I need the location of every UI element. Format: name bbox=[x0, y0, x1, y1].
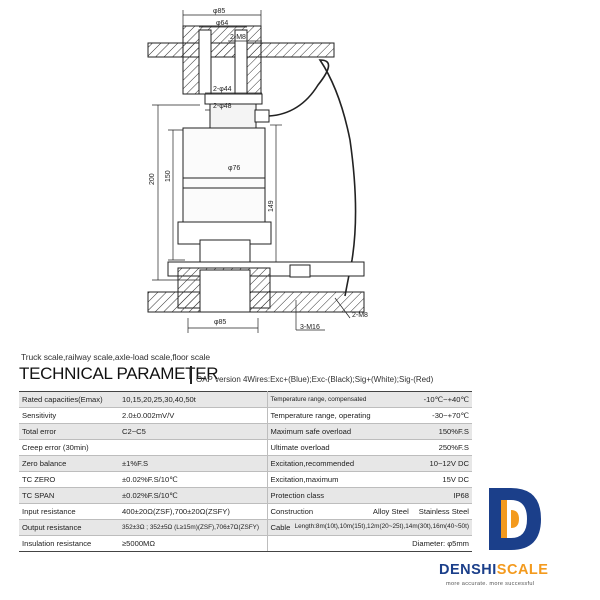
spec-row: Zero balance ±1%F.S Excitation,recommend… bbox=[19, 455, 472, 472]
spec-value: ±1%F.S bbox=[119, 455, 268, 472]
spec-label: Total error bbox=[19, 423, 119, 440]
spec-value: 150%F.S bbox=[387, 423, 472, 440]
spec-row: Insulation resistance ≥5000MΩ Diameter: … bbox=[19, 535, 472, 552]
spec-label: Rated capacities(Emax) bbox=[19, 391, 119, 408]
spec-value: ±0.02%F.S/10℃ bbox=[119, 471, 268, 488]
construction-cell: Construction Alloy Steel Stainless Steel bbox=[267, 503, 472, 520]
spec-label: Temperature range, operating bbox=[267, 407, 387, 424]
dim-3m16: 3-M16 bbox=[300, 324, 320, 331]
d-logo-icon bbox=[489, 488, 541, 550]
spec-value: Alloy Steel bbox=[372, 507, 409, 516]
spec-label: Cable bbox=[270, 523, 291, 532]
dim-phi85-top: φ85 bbox=[213, 8, 225, 15]
spec-value: Length:8m(10t),10m(15t),12m(20~25t),14m(… bbox=[294, 523, 469, 530]
spec-label: Excitation,recommended bbox=[267, 455, 387, 472]
spec-row: Sensitivity 2.0±0.002mV/V Temperature ra… bbox=[19, 407, 472, 424]
load-cell-body bbox=[177, 127, 272, 269]
spec-label: Zero balance bbox=[19, 455, 119, 472]
spec-value bbox=[119, 439, 268, 456]
spec-value: C2~C5 bbox=[119, 423, 268, 440]
spec-label: Insulation resistance bbox=[19, 535, 119, 552]
cable-cell: Cable Length:8m(10t),10m(15t),12m(20~25t… bbox=[267, 519, 472, 536]
spec-value: Diameter: φ5mm bbox=[387, 535, 472, 552]
brand-name: DENSHISCALE bbox=[439, 562, 548, 578]
brand-name-part1: DENSHI bbox=[439, 562, 497, 578]
brand-logo: DENSHISCALE more accurate. more successf… bbox=[437, 484, 587, 594]
applications-subtitle: Truck scale,railway scale,axle-load scal… bbox=[21, 352, 211, 362]
brand-name-part2: SCALE bbox=[496, 562, 549, 578]
dim-2phi48: 2-φ48 bbox=[213, 103, 232, 110]
spec-label: TC ZERO bbox=[19, 471, 119, 488]
load-pin bbox=[204, 93, 270, 129]
spec-label: Input resistance bbox=[19, 503, 119, 520]
spec-label: Output resistance bbox=[19, 519, 119, 536]
top-mounting-plate bbox=[147, 25, 335, 95]
page-title: TECHNICAL PARAMETER bbox=[19, 364, 219, 383]
spec-value: 400±20Ω(ZSF),700±20Ω(ZSFY) bbox=[119, 503, 268, 520]
dim-2phi44: 2-φ44 bbox=[213, 86, 232, 93]
dim-2m8-right: 2-M8 bbox=[352, 312, 368, 319]
dim-2m8-top: 2-M8 bbox=[230, 34, 246, 41]
spec-value: 10,15,20,25,30,40,50t bbox=[119, 391, 268, 408]
spec-row: Input resistance 400±20Ω(ZSF),700±20Ω(ZS… bbox=[19, 503, 472, 520]
spec-value: -30~+70℃ bbox=[387, 407, 472, 424]
dim-phi76: φ76 bbox=[228, 165, 240, 172]
spec-label: Construction bbox=[270, 507, 314, 516]
spec-value: 352±3Ω ; 352±5Ω (L≥15m)(ZSF),706±7Ω(ZSFY… bbox=[119, 519, 268, 536]
base-plate bbox=[147, 261, 365, 313]
spec-row: Creep error (30min) Ultimate overload 25… bbox=[19, 439, 472, 456]
spec-label: TC SPAN bbox=[19, 487, 119, 504]
spec-value: ±0.02%F.S/10℃ bbox=[119, 487, 268, 504]
spec-row: TC ZERO ±0.02%F.S/10℃ Excitation,maximum… bbox=[19, 471, 472, 488]
spec-table: Rated capacities(Emax) 10,15,20,25,30,40… bbox=[19, 391, 472, 552]
spec-row: Rated capacities(Emax) 10,15,20,25,30,40… bbox=[19, 391, 472, 408]
spec-value: Stainless Steel bbox=[418, 507, 469, 516]
spec-row: Total error C2~C5 Maximum safe overload … bbox=[19, 423, 472, 440]
spec-value: 10~12V DC bbox=[387, 455, 472, 472]
spec-value: 15V DC bbox=[387, 471, 472, 488]
dim-height-150: 150 bbox=[165, 170, 172, 182]
spec-row: Output resistance 352±3Ω ; 352±5Ω (L≥15m… bbox=[19, 519, 472, 536]
spec-label: Excitation,maximum bbox=[267, 471, 387, 488]
dim-phi64: φ64 bbox=[216, 20, 228, 27]
spec-label bbox=[267, 535, 387, 552]
spec-row: TC SPAN ±0.02%F.S/10℃ Protection class I… bbox=[19, 487, 472, 504]
spec-value: IP68 bbox=[387, 487, 472, 504]
dim-height-149: 149 bbox=[268, 200, 275, 212]
spec-value: -10℃~+40℃ bbox=[387, 391, 472, 408]
brand-tagline: more accurate. more successful bbox=[446, 581, 535, 587]
spec-label: Maximum safe overload bbox=[267, 423, 387, 440]
spec-label: Temperature range, compensated bbox=[267, 391, 387, 408]
spec-label: Sensitivity bbox=[19, 407, 119, 424]
load-cell-technical-drawing: φ85 φ64 2-M8 2-φ44 2-φ48 φ76 200 150 149… bbox=[147, 8, 368, 333]
title-divider bbox=[190, 366, 192, 384]
dim-phi85-bottom: φ85 bbox=[214, 319, 226, 326]
wiring-note: OAP version 4Wires:Exc+(Blue);Exc-(Black… bbox=[196, 375, 434, 384]
spec-value: 250%F.S bbox=[387, 439, 472, 456]
spec-label: Creep error (30min) bbox=[19, 439, 119, 456]
dim-height-200: 200 bbox=[149, 173, 156, 185]
cable bbox=[268, 59, 357, 297]
spec-value: ≥5000MΩ bbox=[119, 535, 268, 552]
spec-value: 2.0±0.002mV/V bbox=[119, 407, 268, 424]
spec-label: Protection class bbox=[267, 487, 387, 504]
spec-label: Ultimate overload bbox=[267, 439, 387, 456]
